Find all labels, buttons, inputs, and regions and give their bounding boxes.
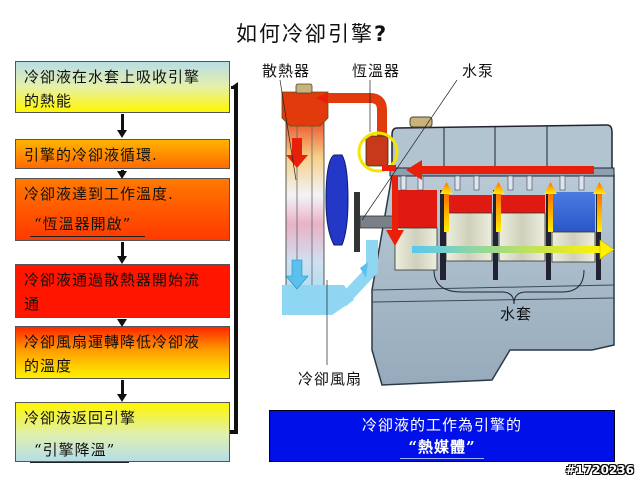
loop-connector-vertical [234,88,238,434]
flow-step-text: 的熱能 [24,92,73,110]
flow-step-text: 冷卻液在水套上吸收引擎 [24,68,201,86]
flow-connector-line [121,242,124,257]
arrow-down-icon [117,256,127,264]
flow-step-text: 冷卻風扇運轉降低冷卻液 [24,333,201,351]
flow-step-text: 引擎的冷卻液循環. [24,146,158,164]
watermark-id: #1720236 [565,463,634,477]
engine-cooling-diagram [279,80,615,386]
arrow-left-icon [231,82,238,92]
label-water-pump: 水泵 [462,62,495,80]
info-box-line-2: “熱媒體” [400,436,484,459]
valve-cover [391,124,613,173]
flow-step-quote: “引擎降溫” [30,438,130,463]
arrow-down-icon [117,319,127,327]
info-box-heat-medium: 冷卻液的工作為引擎的 “熱媒體” [269,410,615,462]
title-text: 如何冷卻引擎 [236,22,374,46]
cooling-fan [325,154,395,252]
flow-step-text: 通 [24,295,41,313]
leader-water-pump [361,80,458,221]
warm-up-arrows [440,182,606,232]
label-cooling-fan: 冷卻風扇 [298,370,363,388]
leader-radiator [279,80,297,181]
radiator [281,83,354,315]
flow-step-absorb: 冷卻液在水套上吸收引擎 的熱能 [15,61,230,113]
page-title: 如何冷卻引擎? [236,18,388,48]
flow-step-quote: “恆溫器開啟” [30,212,146,237]
flow-step-return: 冷卻液返回引擎 “引擎降溫” [15,402,230,463]
flow-step-text: 冷卻液達到工作溫度. [24,185,174,203]
lower-hose [337,240,378,307]
thermostat [357,131,399,173]
title-question-mark: ? [374,22,389,46]
flow-connector-line [121,114,124,131]
arrow-down-icon [117,130,127,138]
hot-coolant-arrow [406,160,594,180]
water-jacket-brace [433,269,585,305]
flow-step-text: 冷卻液通過散熱器開始流 [24,271,201,289]
upper-hose [328,93,387,136]
label-thermostat: 恆溫器 [352,62,401,80]
flow-step-text: 的溫度 [24,357,73,375]
flow-step-radiator-flow: 冷卻液通過散熱器開始流 通 [15,264,230,318]
flow-connector-line [121,380,124,395]
flow-step-circulate: 引擎的冷卻液循環. [15,139,230,169]
label-water-jacket: 水套 [500,305,533,323]
arrow-down-icon [117,171,127,179]
info-box-line-1: 冷卻液的工作為引擎的 [361,416,522,434]
flow-step-operating-temp: 冷卻液達到工作溫度. “恆溫器開啟” [15,178,230,241]
flow-step-fan-cool: 冷卻風扇運轉降低冷卻液 的溫度 [15,326,230,379]
flow-step-text: 冷卻液返回引擎 [24,409,137,427]
arrow-down-icon [117,394,127,402]
cool-coolant-arrow [412,239,615,260]
label-radiator: 散熱器 [262,62,311,80]
